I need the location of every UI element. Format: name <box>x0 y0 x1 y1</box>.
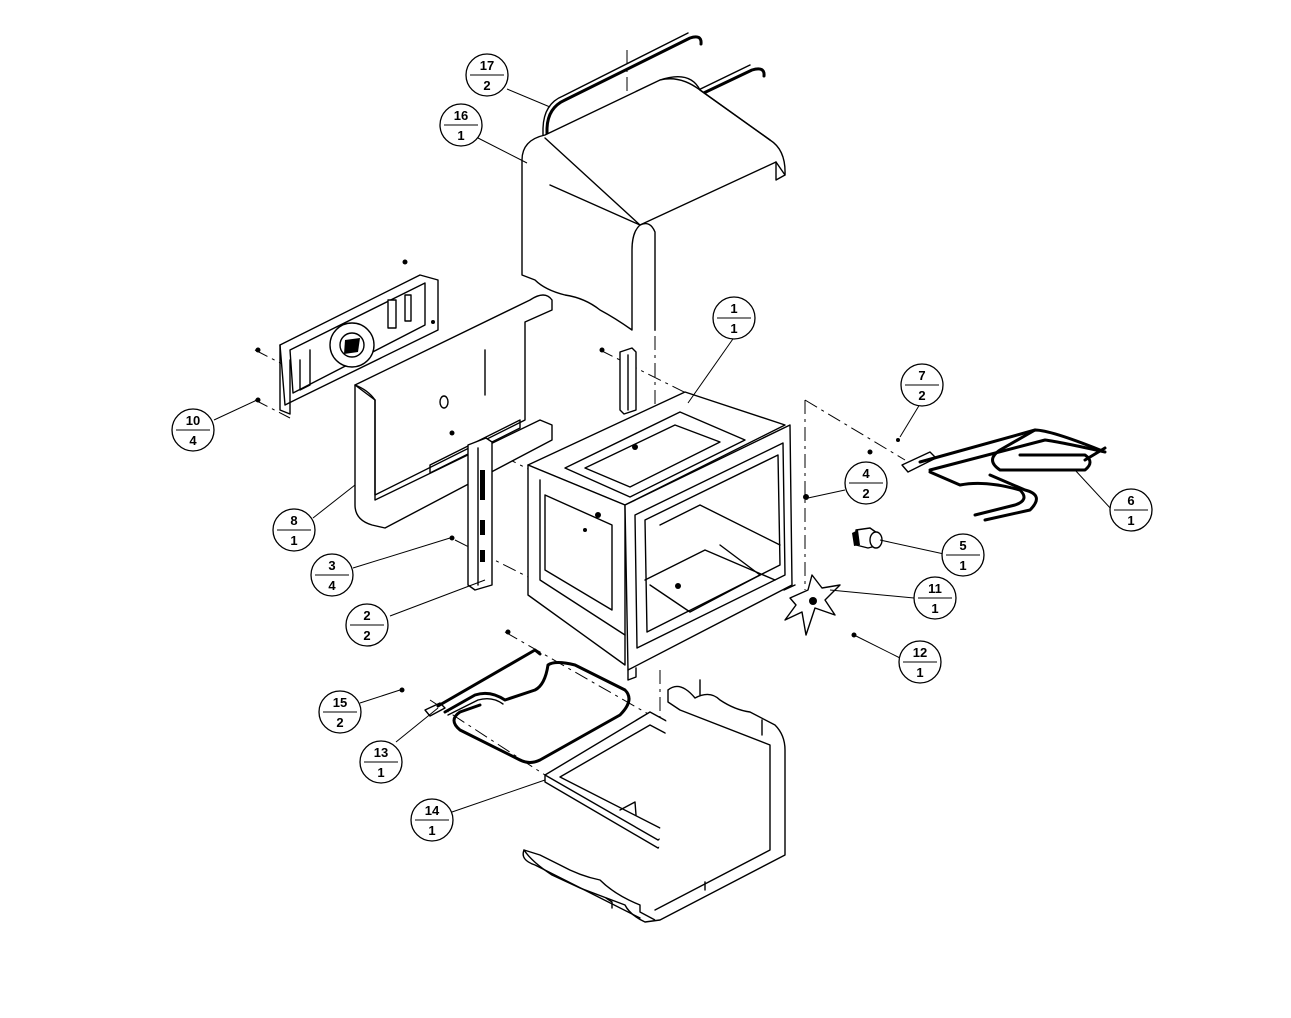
callout-part-number: 1 <box>730 301 737 316</box>
part-2-side-rail-right <box>599 347 637 415</box>
callout-quantity: 4 <box>189 433 197 448</box>
bottom-cover <box>522 679 786 923</box>
callout-quantity: 1 <box>377 765 384 780</box>
callout-part-number: 11 <box>928 581 942 596</box>
part-2-side-rail-left <box>449 430 493 591</box>
callout-part-6: 6 1 <box>1109 488 1153 532</box>
callout-part-number: 8 <box>290 513 297 528</box>
callout-quantity: 1 <box>457 128 464 143</box>
callout-part-1: 1 1 <box>712 296 756 340</box>
callout-quantity: 1 <box>428 823 435 838</box>
callout-part-17: 17 2 <box>465 53 509 97</box>
callout-part-number: 17 <box>480 58 494 73</box>
callout-part-number: 16 <box>454 108 468 123</box>
callout-part-number: 4 <box>862 466 870 481</box>
callout-quantity: 2 <box>918 388 925 403</box>
callout-part-13: 13 1 <box>359 740 403 784</box>
part-6-grill-element <box>867 428 1107 522</box>
callout-part-number: 2 <box>363 608 370 623</box>
part-8-back-panel <box>354 294 553 529</box>
callout-part-number: 5 <box>959 538 966 553</box>
callout-part-3: 3 4 <box>310 553 354 597</box>
part-11-fan-blade <box>784 574 857 638</box>
part-13-bottom-element <box>399 629 631 764</box>
callout-part-2: 2 2 <box>345 603 389 647</box>
callout-part-number: 13 <box>374 745 388 760</box>
callout-part-4: 4 2 <box>844 461 888 505</box>
callout-quantity: 4 <box>328 578 336 593</box>
callout-part-7: 7 2 <box>900 363 944 407</box>
callout-part-8: 8 1 <box>272 508 316 552</box>
callout-part-15: 15 2 <box>318 690 362 734</box>
callout-part-5: 5 1 <box>941 533 985 577</box>
callout-quantity: 2 <box>336 715 343 730</box>
callout-quantity: 2 <box>363 628 370 643</box>
callouts: 17 2 16 1 1 1 7 2 4 2 6 1 <box>171 53 1153 842</box>
part-5-oven-lamp <box>803 494 883 549</box>
callout-part-14: 14 1 <box>410 798 454 842</box>
callout-part-number: 14 <box>425 803 440 818</box>
part-10-fan-cover <box>255 259 439 415</box>
callout-part-number: 7 <box>918 368 925 383</box>
callout-part-11: 11 1 <box>913 576 957 620</box>
callout-part-number: 15 <box>333 695 347 710</box>
callout-quantity: 1 <box>1127 513 1134 528</box>
callout-part-number: 3 <box>328 558 335 573</box>
callout-part-12: 12 1 <box>898 640 942 684</box>
callout-quantity: 2 <box>862 486 869 501</box>
callout-quantity: 1 <box>931 601 938 616</box>
callout-part-number: 6 <box>1127 493 1134 508</box>
callout-part-10: 10 4 <box>171 408 215 452</box>
callout-quantity: 1 <box>916 665 923 680</box>
callout-quantity: 1 <box>959 558 966 573</box>
callout-quantity: 1 <box>290 533 297 548</box>
callout-part-16: 16 1 <box>439 103 483 147</box>
leader-lines <box>213 88 1113 813</box>
callout-quantity: 2 <box>483 78 490 93</box>
part-16-top-cover <box>521 76 786 331</box>
callout-part-number: 12 <box>913 645 927 660</box>
callout-quantity: 1 <box>730 321 737 336</box>
part-1-oven-cavity <box>527 391 796 681</box>
callout-part-number: 10 <box>186 413 200 428</box>
